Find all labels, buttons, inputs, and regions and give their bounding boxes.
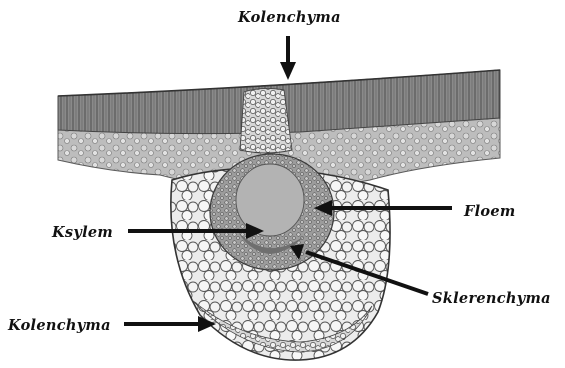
label-kolenchyma-bottom: Kolenchyma xyxy=(7,317,111,334)
label-floem: Floem xyxy=(463,203,516,220)
arrow-kolenchyma-bottom xyxy=(124,316,216,332)
label-sklerenchyma: Sklerenchyma xyxy=(432,290,551,307)
label-kolenchyma-top: Kolenchyma xyxy=(237,9,341,26)
label-ksylem: Ksylem xyxy=(51,224,113,241)
arrow-kolenchyma-top xyxy=(280,36,296,80)
